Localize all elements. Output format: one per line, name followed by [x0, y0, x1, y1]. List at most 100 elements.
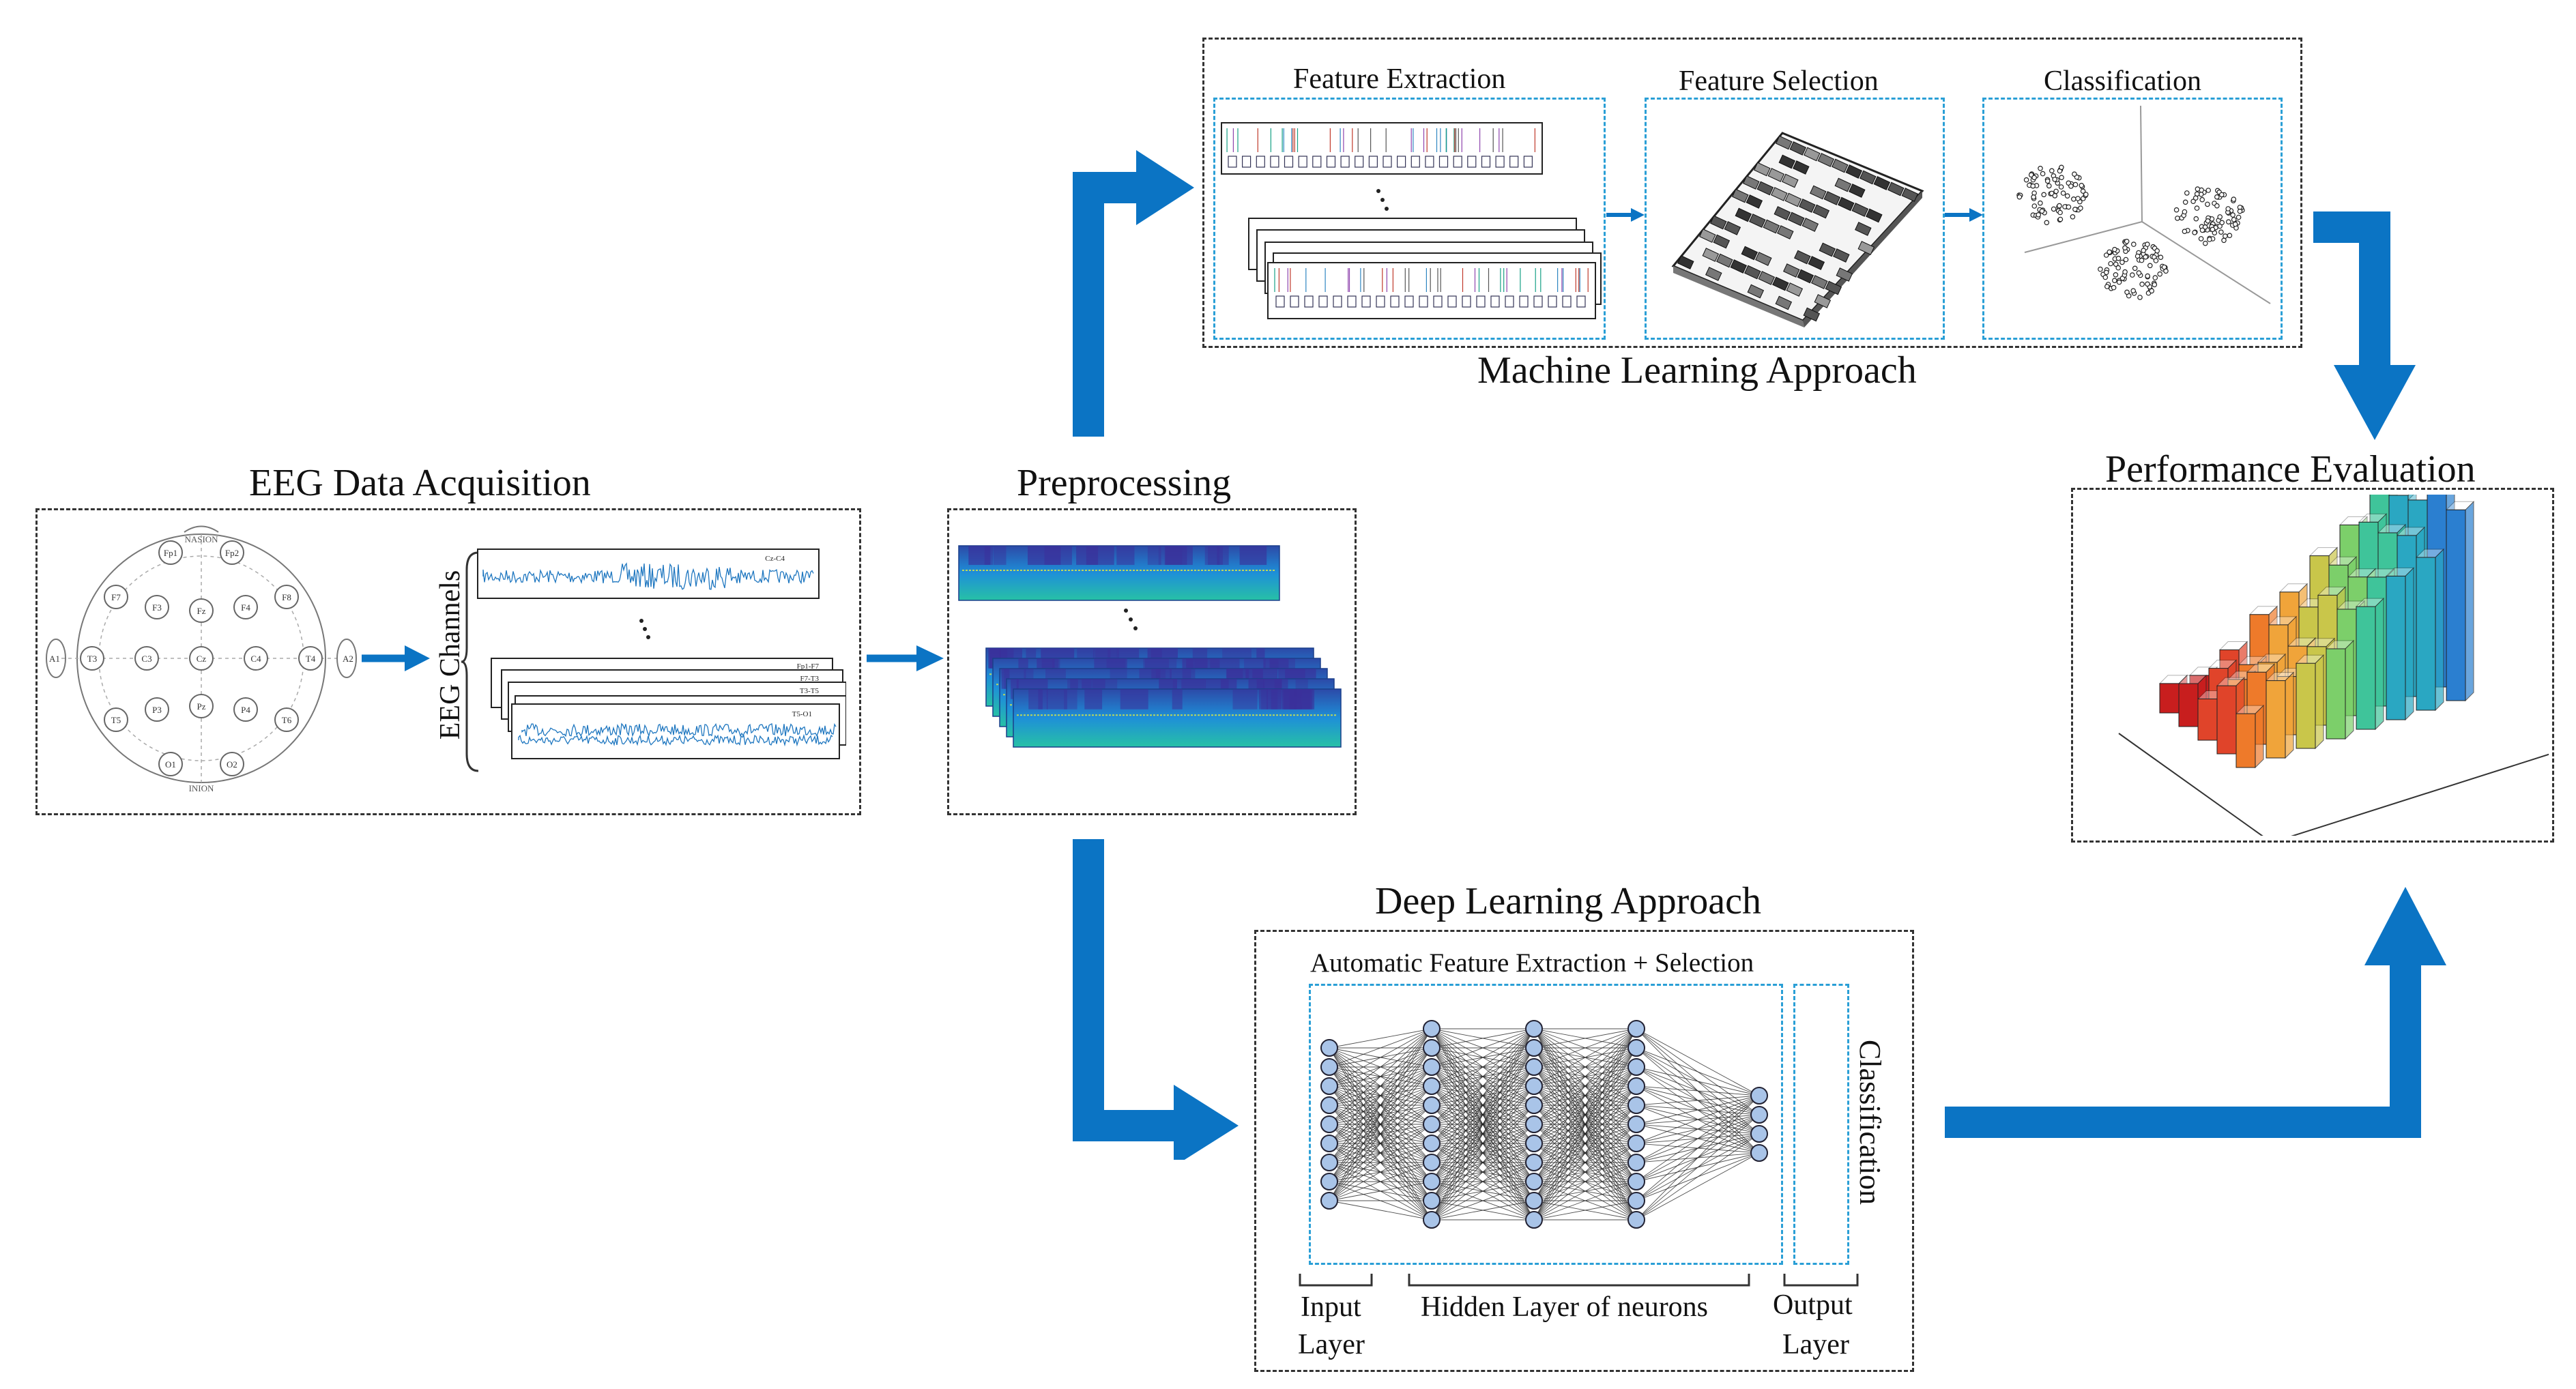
neuron: [1627, 1211, 1645, 1229]
neuron: [1423, 1077, 1441, 1095]
acquisition-title: EEG Data Acquisition: [249, 462, 591, 504]
neuron: [1750, 1125, 1768, 1143]
classification-graphic: [2016, 105, 2271, 304]
arrow-extraction-to-selection: [1606, 208, 1645, 222]
channel-tag: Fp1-F7: [797, 662, 820, 671]
feature-extraction-graphic: [1221, 122, 1602, 319]
arrow-eeg-to-channels: [362, 645, 430, 671]
channel-tag: T5-O1: [792, 710, 812, 718]
svg-text:Fz: Fz: [197, 606, 206, 616]
spectrogram-layers: [985, 647, 1342, 748]
classification-panel: [1982, 98, 2283, 340]
electrode-f3: F3: [145, 595, 169, 619]
electrode-fp1: Fp1: [158, 540, 183, 565]
classification-title: Classification: [2044, 65, 2201, 97]
bar-3d: [2295, 654, 2325, 750]
neuron: [1423, 1173, 1441, 1190]
performance-3d-bar-chart: [2118, 495, 2549, 836]
layer-brackets: [1299, 1274, 1859, 1287]
machine-learning-box: [1202, 38, 2302, 348]
electrode-t6: T6: [274, 707, 299, 732]
neuron: [1627, 1058, 1645, 1076]
neural-network: [1320, 1020, 1768, 1229]
output-layer-label-2: Layer: [1782, 1329, 1849, 1360]
svg-text:F8: F8: [282, 592, 291, 602]
electrode-c4: C4: [244, 646, 268, 671]
input-layer-label-1: Input: [1301, 1291, 1361, 1323]
neuron: [1320, 1115, 1338, 1133]
neuron: [1525, 1077, 1543, 1095]
neuron: [1423, 1154, 1441, 1171]
svg-text:O2: O2: [227, 759, 237, 770]
electrode-f8: F8: [274, 585, 299, 609]
channel-tag: Cz-C4: [765, 555, 785, 563]
bar-3d: [2415, 548, 2445, 712]
deep-learning-box: [1254, 930, 1914, 1372]
neuron: [1525, 1020, 1543, 1038]
hidden-layers-panel: [1309, 984, 1783, 1265]
preprocessing-title: Preprocessing: [1017, 462, 1232, 504]
spectrogram-top: [958, 545, 1280, 601]
output-layer-panel: [1793, 984, 1849, 1265]
electrode-fp2: Fp2: [220, 540, 244, 565]
neuron: [1320, 1135, 1338, 1152]
eeg-trace: [521, 722, 837, 737]
svg-text:F3: F3: [152, 602, 162, 613]
eeg-trace: [482, 562, 814, 590]
svg-text:T5: T5: [111, 715, 121, 725]
bar-3d: [2235, 704, 2265, 769]
svg-text:T6: T6: [282, 715, 292, 725]
neuron: [1320, 1192, 1338, 1210]
feature-selection-graphic: [1671, 132, 1924, 327]
neuron: [1320, 1077, 1338, 1095]
neuron: [1525, 1173, 1543, 1190]
channel-tag: T3-T5: [800, 687, 820, 695]
neuron: [1320, 1058, 1338, 1076]
bar-3d: [2445, 501, 2475, 702]
neuron: [1750, 1144, 1768, 1162]
svg-text:T4: T4: [306, 654, 316, 664]
feature-extraction-panel: [1213, 98, 1606, 340]
electrode-a2: A2: [343, 654, 353, 664]
arrow-selection-to-classification: [1945, 208, 1983, 222]
nasion-label: NASION: [184, 534, 218, 544]
deep-learning-title: Deep Learning Approach: [1375, 880, 1761, 922]
spectrogram-stack: [958, 545, 1342, 748]
neuron: [1627, 1115, 1645, 1133]
neuron: [1423, 1039, 1441, 1057]
electrode-o2: O2: [220, 752, 244, 776]
neuron: [1320, 1039, 1338, 1057]
electrode-cz: Cz: [189, 646, 214, 671]
feature-extraction-title: Feature Extraction: [1293, 63, 1506, 95]
neuron: [1423, 1192, 1441, 1210]
electrode-a1: A1: [49, 654, 60, 664]
machine-learning-title: Machine Learning Approach: [1477, 349, 1917, 392]
bar-3d: [2265, 671, 2295, 759]
electrode-pz: Pz: [189, 694, 214, 718]
bar-3d: [2325, 639, 2355, 740]
arrow-dl-to-evaluation: [1945, 887, 2446, 1138]
input-layer-label-2: Layer: [1298, 1329, 1365, 1360]
neuron: [1320, 1096, 1338, 1114]
arrow-eeg-to-preprocessing: [867, 645, 944, 671]
neuron: [1627, 1154, 1645, 1171]
neuron: [1627, 1020, 1645, 1038]
feature-selection-panel: [1645, 98, 1945, 340]
channel-tag: F7-T3: [800, 675, 820, 683]
svg-text:F4: F4: [241, 602, 250, 613]
electrode-t4: T4: [298, 646, 323, 671]
acquisition-box: [35, 508, 861, 815]
neuron: [1423, 1135, 1441, 1152]
electrode-o1: O1: [158, 752, 183, 776]
svg-text:Cz: Cz: [197, 654, 207, 664]
output-layer-label-1: Output: [1773, 1289, 1853, 1321]
neuron: [1750, 1087, 1768, 1105]
electrode-fz: Fz: [189, 598, 214, 623]
neuron: [1627, 1192, 1645, 1210]
evaluation-title: Performance Evaluation: [2105, 448, 2476, 491]
neuron: [1423, 1096, 1441, 1114]
svg-text:Fp1: Fp1: [164, 548, 177, 558]
preprocessing-box: [947, 508, 1357, 815]
svg-text:P4: P4: [241, 705, 250, 715]
